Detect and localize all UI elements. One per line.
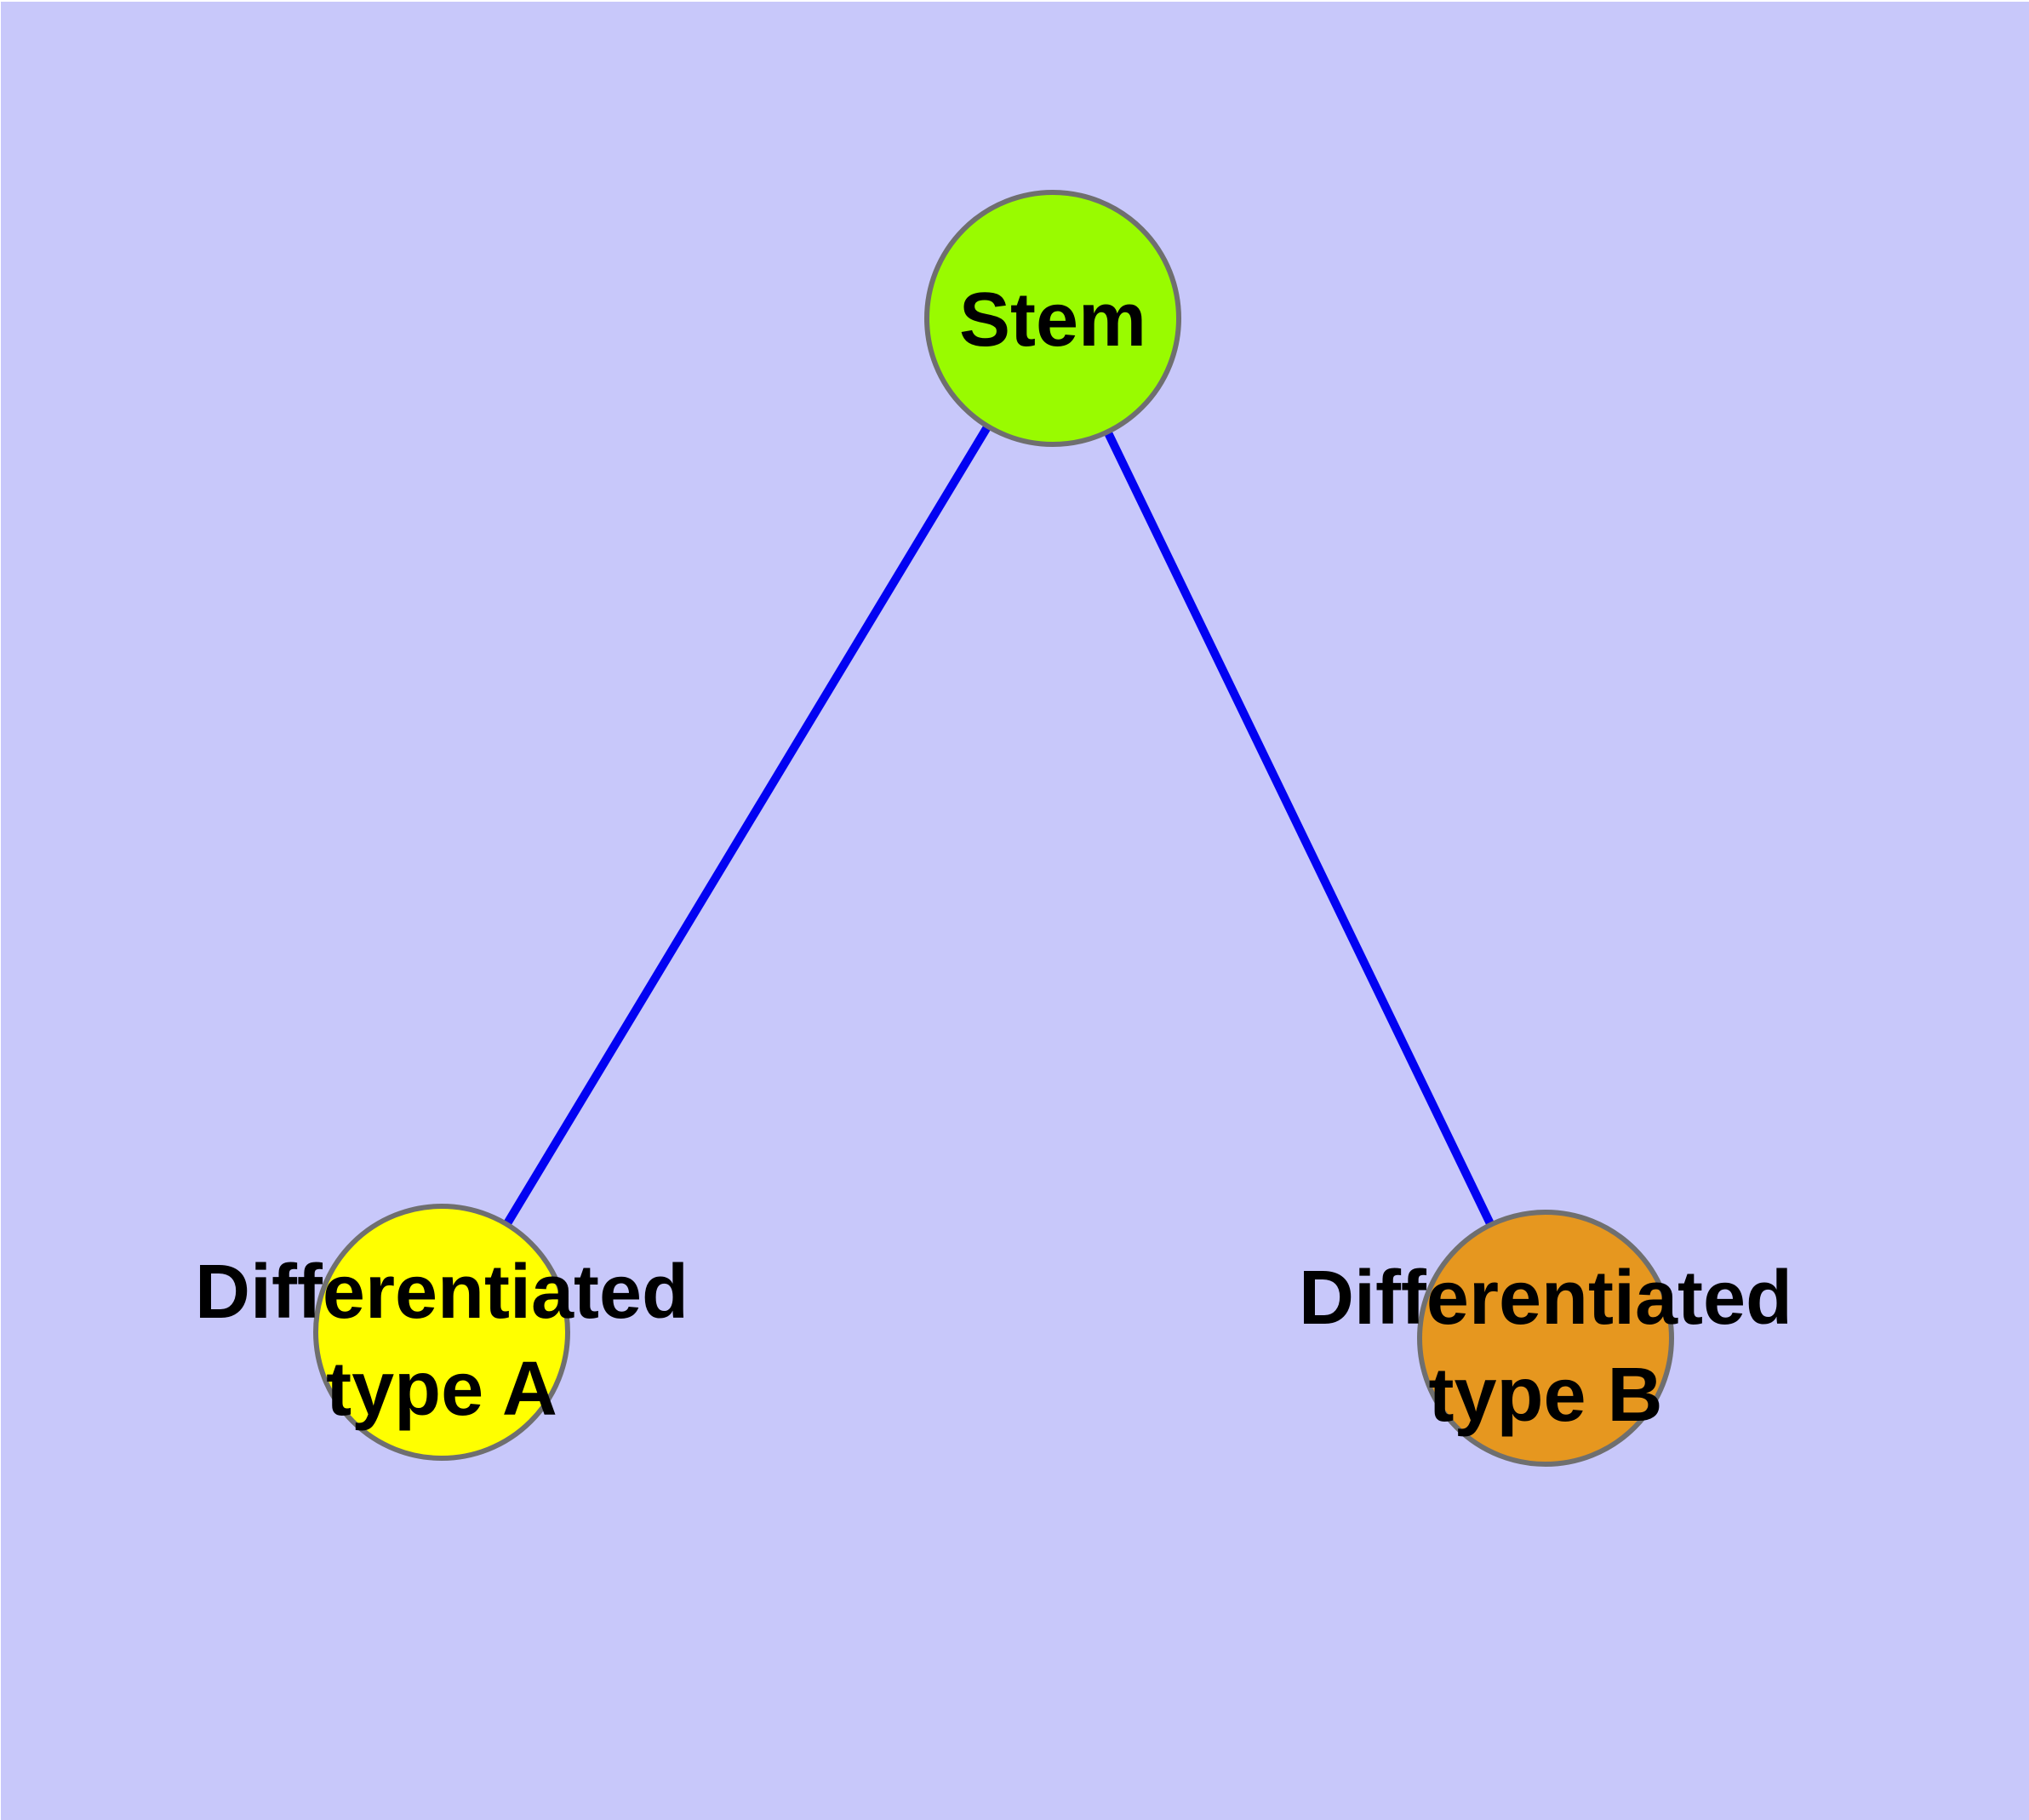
node-differentiated-type-a (313, 1204, 570, 1461)
node-group (313, 190, 1674, 1467)
node-stem (924, 190, 1181, 447)
edge-stem-to-type-a (437, 316, 1057, 1335)
node-type-a-label-line1: Differentiated (195, 1250, 689, 1335)
node-stem-label: Stem (959, 278, 1146, 363)
node-type-b-label-line2: type B (1428, 1353, 1662, 1438)
node-type-a-label-line2: type A (326, 1347, 557, 1432)
edge-group (437, 316, 1550, 1341)
label-group: Stem Differentiated type A Differentiate… (195, 278, 1792, 1438)
node-type-b-label-line1: Differentiated (1299, 1256, 1792, 1341)
edge-stem-to-type-b (1049, 316, 1550, 1341)
node-differentiated-type-b (1417, 1210, 1674, 1467)
